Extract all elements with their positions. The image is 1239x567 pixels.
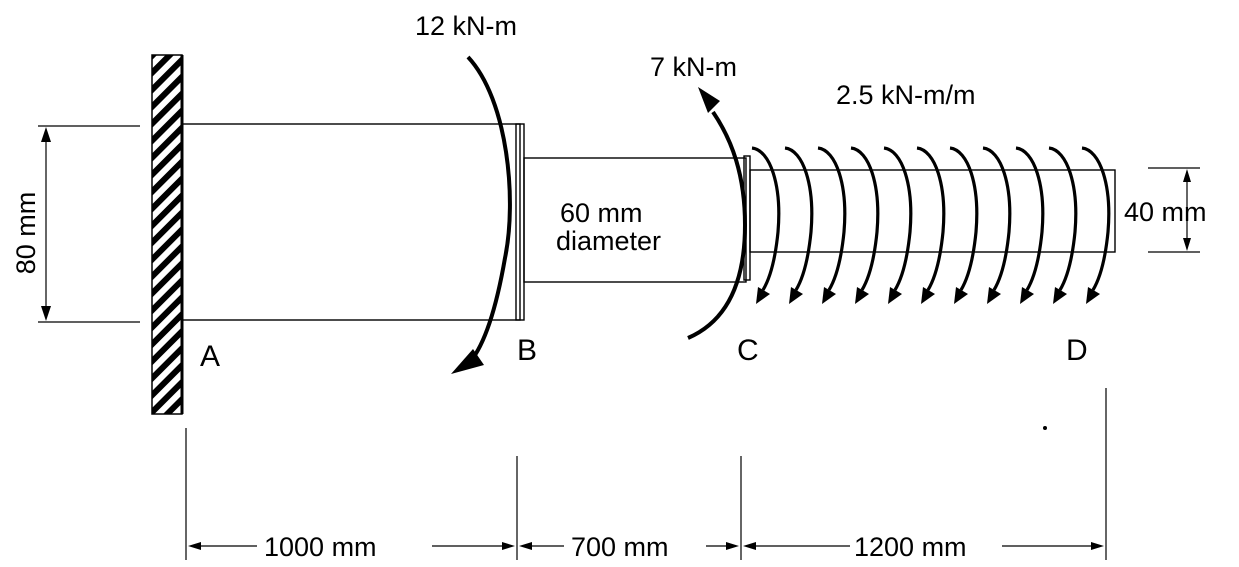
fixed-wall-support (151, 54, 183, 415)
left-diameter-dimension (38, 125, 140, 323)
ab-length-label: 1000 mm (264, 532, 377, 562)
distributed-torque-arrow (751, 146, 781, 304)
distributed-torque-label: 2.5 kN-m/m (836, 80, 976, 110)
torque-b-arrow (451, 55, 512, 374)
point-label-a: A (200, 340, 220, 373)
shaft-segment-cd (749, 169, 1116, 253)
mid-diameter-label-line2: diameter (556, 226, 661, 256)
right-diameter-label: 40 mm (1124, 197, 1207, 227)
distributed-torque-arrow (1081, 146, 1111, 304)
bc-length-label: 700 mm (571, 532, 669, 562)
stray-dot (1043, 426, 1047, 430)
distributed-torque-arrow (982, 146, 1012, 304)
distributed-torque-arrow (784, 146, 814, 304)
cd-length-label: 1200 mm (854, 532, 967, 562)
torque-c-label: 7 kN-m (650, 52, 737, 82)
distributed-torque-arrow (1048, 146, 1078, 304)
point-label-b: B (517, 334, 537, 367)
torque-b-label: 12 kN-m (415, 11, 517, 41)
point-label-c: C (737, 334, 759, 367)
distributed-torque-arrow (817, 146, 847, 304)
cd-length-dimension (743, 542, 1104, 550)
distributed-torque-arrow (883, 146, 913, 304)
torque-c-arrow (687, 87, 748, 340)
ab-length-dimension (188, 542, 515, 550)
left-diameter-label: 80 mm (11, 192, 41, 275)
length-extension-lines (185, 388, 1107, 560)
bc-length-dimension (519, 542, 739, 550)
mid-diameter-label-line1: 60 mm (560, 198, 643, 228)
distributed-torque-arrow (1015, 146, 1045, 304)
right-diameter-dimension (1148, 167, 1200, 253)
distributed-torque-arrows (751, 146, 1111, 304)
point-label-d: D (1066, 334, 1088, 367)
shaft-segment-ab (181, 123, 521, 321)
distributed-torque-arrow (916, 146, 946, 304)
distributed-torque-arrow (850, 146, 880, 304)
distributed-torque-arrow (949, 146, 979, 304)
